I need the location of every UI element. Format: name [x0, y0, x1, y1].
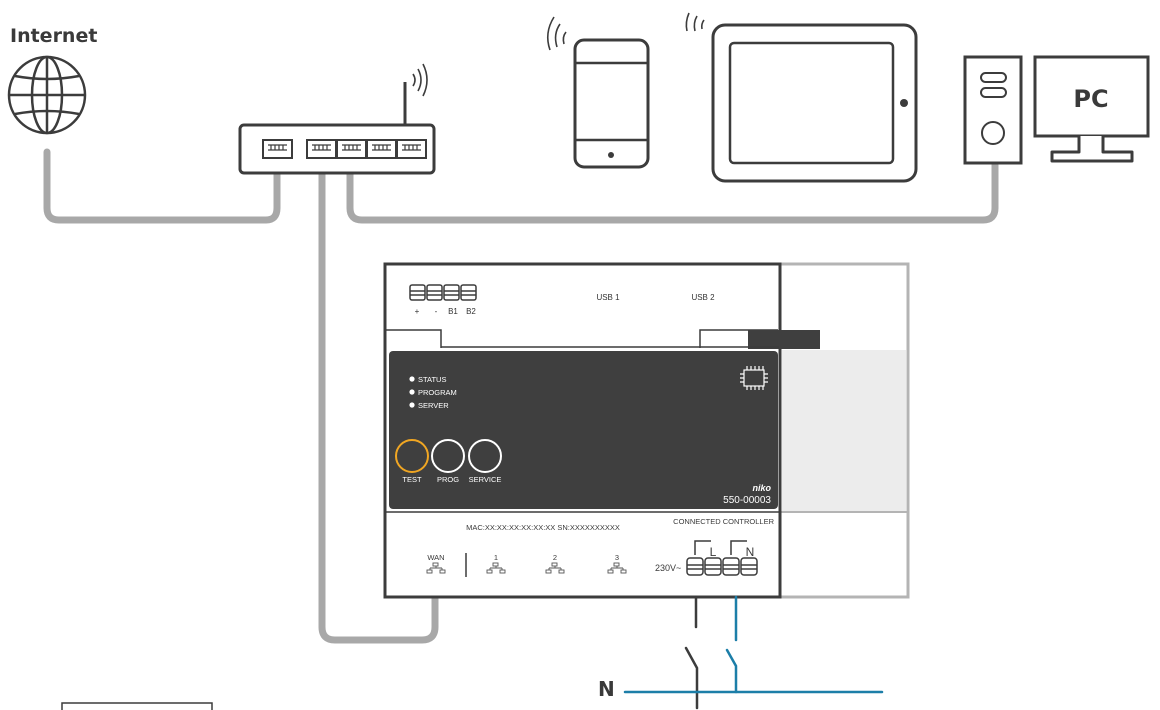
- pc-tower: [963, 55, 1023, 165]
- power-bridge-n: [730, 540, 747, 555]
- wireless-icon: [412, 63, 428, 97]
- smartphone: [546, 16, 650, 169]
- pc-power-button-icon: [981, 121, 1005, 145]
- internet-cable: [43, 148, 281, 224]
- led-status-label: STATUS: [418, 375, 446, 384]
- led-program-label: PROGRAM: [418, 388, 457, 397]
- bus-terminal-label: B2: [466, 307, 476, 316]
- controller-cable: [318, 156, 439, 644]
- usb-port-label: USB 2: [691, 293, 715, 302]
- model-number: 550-00003: [723, 495, 771, 506]
- phone-home-button-icon: [608, 152, 614, 158]
- tablet-wireless-icon: [685, 12, 705, 32]
- bus-terminal-label: -: [435, 307, 438, 316]
- power-bridge-l: [694, 540, 711, 555]
- chip-icon: [740, 366, 768, 390]
- globe-icon: [7, 55, 87, 135]
- test-button[interactable]: [395, 439, 429, 473]
- tablet-home-button-icon: [900, 99, 908, 107]
- bus-terminal-label: +: [415, 307, 420, 316]
- live-wire: [684, 595, 699, 710]
- pc-monitor-stand: [1050, 136, 1134, 163]
- internet-label: Internet: [10, 25, 97, 47]
- pc: PC: [963, 55, 1150, 165]
- led-server-label: SERVER: [418, 401, 449, 410]
- controller-extension-window: [782, 350, 906, 512]
- service-button[interactable]: [468, 439, 502, 473]
- neutral-label: N: [598, 677, 615, 701]
- network-cables: [43, 148, 999, 644]
- controller-dark-latch: [748, 330, 820, 349]
- voltage-label: 230V~: [655, 563, 681, 573]
- phone-body: [573, 38, 650, 169]
- router-port-4: [396, 139, 427, 159]
- led-program-icon: [409, 389, 415, 395]
- prog-button[interactable]: [431, 439, 465, 473]
- pc-label: PC: [1073, 85, 1108, 113]
- status-leds: STATUS PROGRAM SERVER: [409, 375, 457, 410]
- neutral-wire: [725, 595, 738, 694]
- router-port-wan: [262, 139, 293, 159]
- usb-port-label: USB 1: [596, 293, 620, 302]
- network-icon: [607, 562, 627, 574]
- router-port-2: [336, 139, 367, 159]
- ethernet-port-2: 2: [545, 553, 565, 574]
- ethernet-port-wan: WAN: [426, 553, 446, 574]
- controller-ledge-left: [386, 329, 442, 348]
- power-terminal-label: N: [746, 545, 755, 559]
- network-icon: [486, 562, 506, 574]
- power-terminal-label: L: [710, 545, 717, 559]
- connected-controller: + - B1 B2 USB 1 USB 2 STATUS PROGRAM SER…: [383, 262, 910, 599]
- pc-monitor: PC: [1033, 55, 1150, 163]
- ethernet-port-label: WAN: [427, 553, 444, 562]
- internet: Internet: [7, 25, 97, 135]
- brand-logo: niko: [752, 483, 771, 493]
- router-ports: [262, 139, 427, 159]
- bus-terminal-block: [409, 284, 477, 301]
- tablet-screen: [728, 41, 895, 165]
- corner-frame: [61, 702, 213, 710]
- pc-cable: [346, 156, 999, 224]
- ethernet-port-3: 3: [607, 553, 627, 574]
- ethernet-port-label: 2: [553, 553, 557, 562]
- router-port-1: [306, 139, 337, 159]
- ethernet-port-label: 3: [615, 553, 619, 562]
- power-terminal-block: [686, 557, 758, 576]
- controller-name: CONNECTED CONTROLLER: [673, 517, 774, 526]
- ethernet-port-1: 1: [486, 553, 506, 574]
- prog-button-label: PROG: [437, 475, 459, 484]
- ethernet-port-label: 1: [494, 553, 498, 562]
- power-wiring: [623, 595, 884, 710]
- bus-terminal-label: B1: [448, 307, 458, 316]
- network-icon: [426, 562, 446, 574]
- tablet: [685, 12, 918, 183]
- controller-buttons: TEST PROG SERVICE: [395, 439, 502, 484]
- service-button-label: SERVICE: [469, 475, 502, 484]
- led-status-icon: [409, 376, 415, 382]
- phone-wireless-icon: [546, 16, 567, 51]
- pc-drive-bay-icon: [980, 72, 1007, 83]
- pc-drive-bay-icon: [980, 87, 1007, 98]
- controller-front-panel: [389, 351, 778, 509]
- mac-serial-label: MAC:XX:XX:XX:XX:XX:XX SN:XXXXXXXXXX: [466, 523, 620, 532]
- test-button-label: TEST: [402, 475, 422, 484]
- led-server-icon: [409, 402, 415, 408]
- network-icon: [545, 562, 565, 574]
- router-port-3: [366, 139, 397, 159]
- router: [238, 63, 436, 175]
